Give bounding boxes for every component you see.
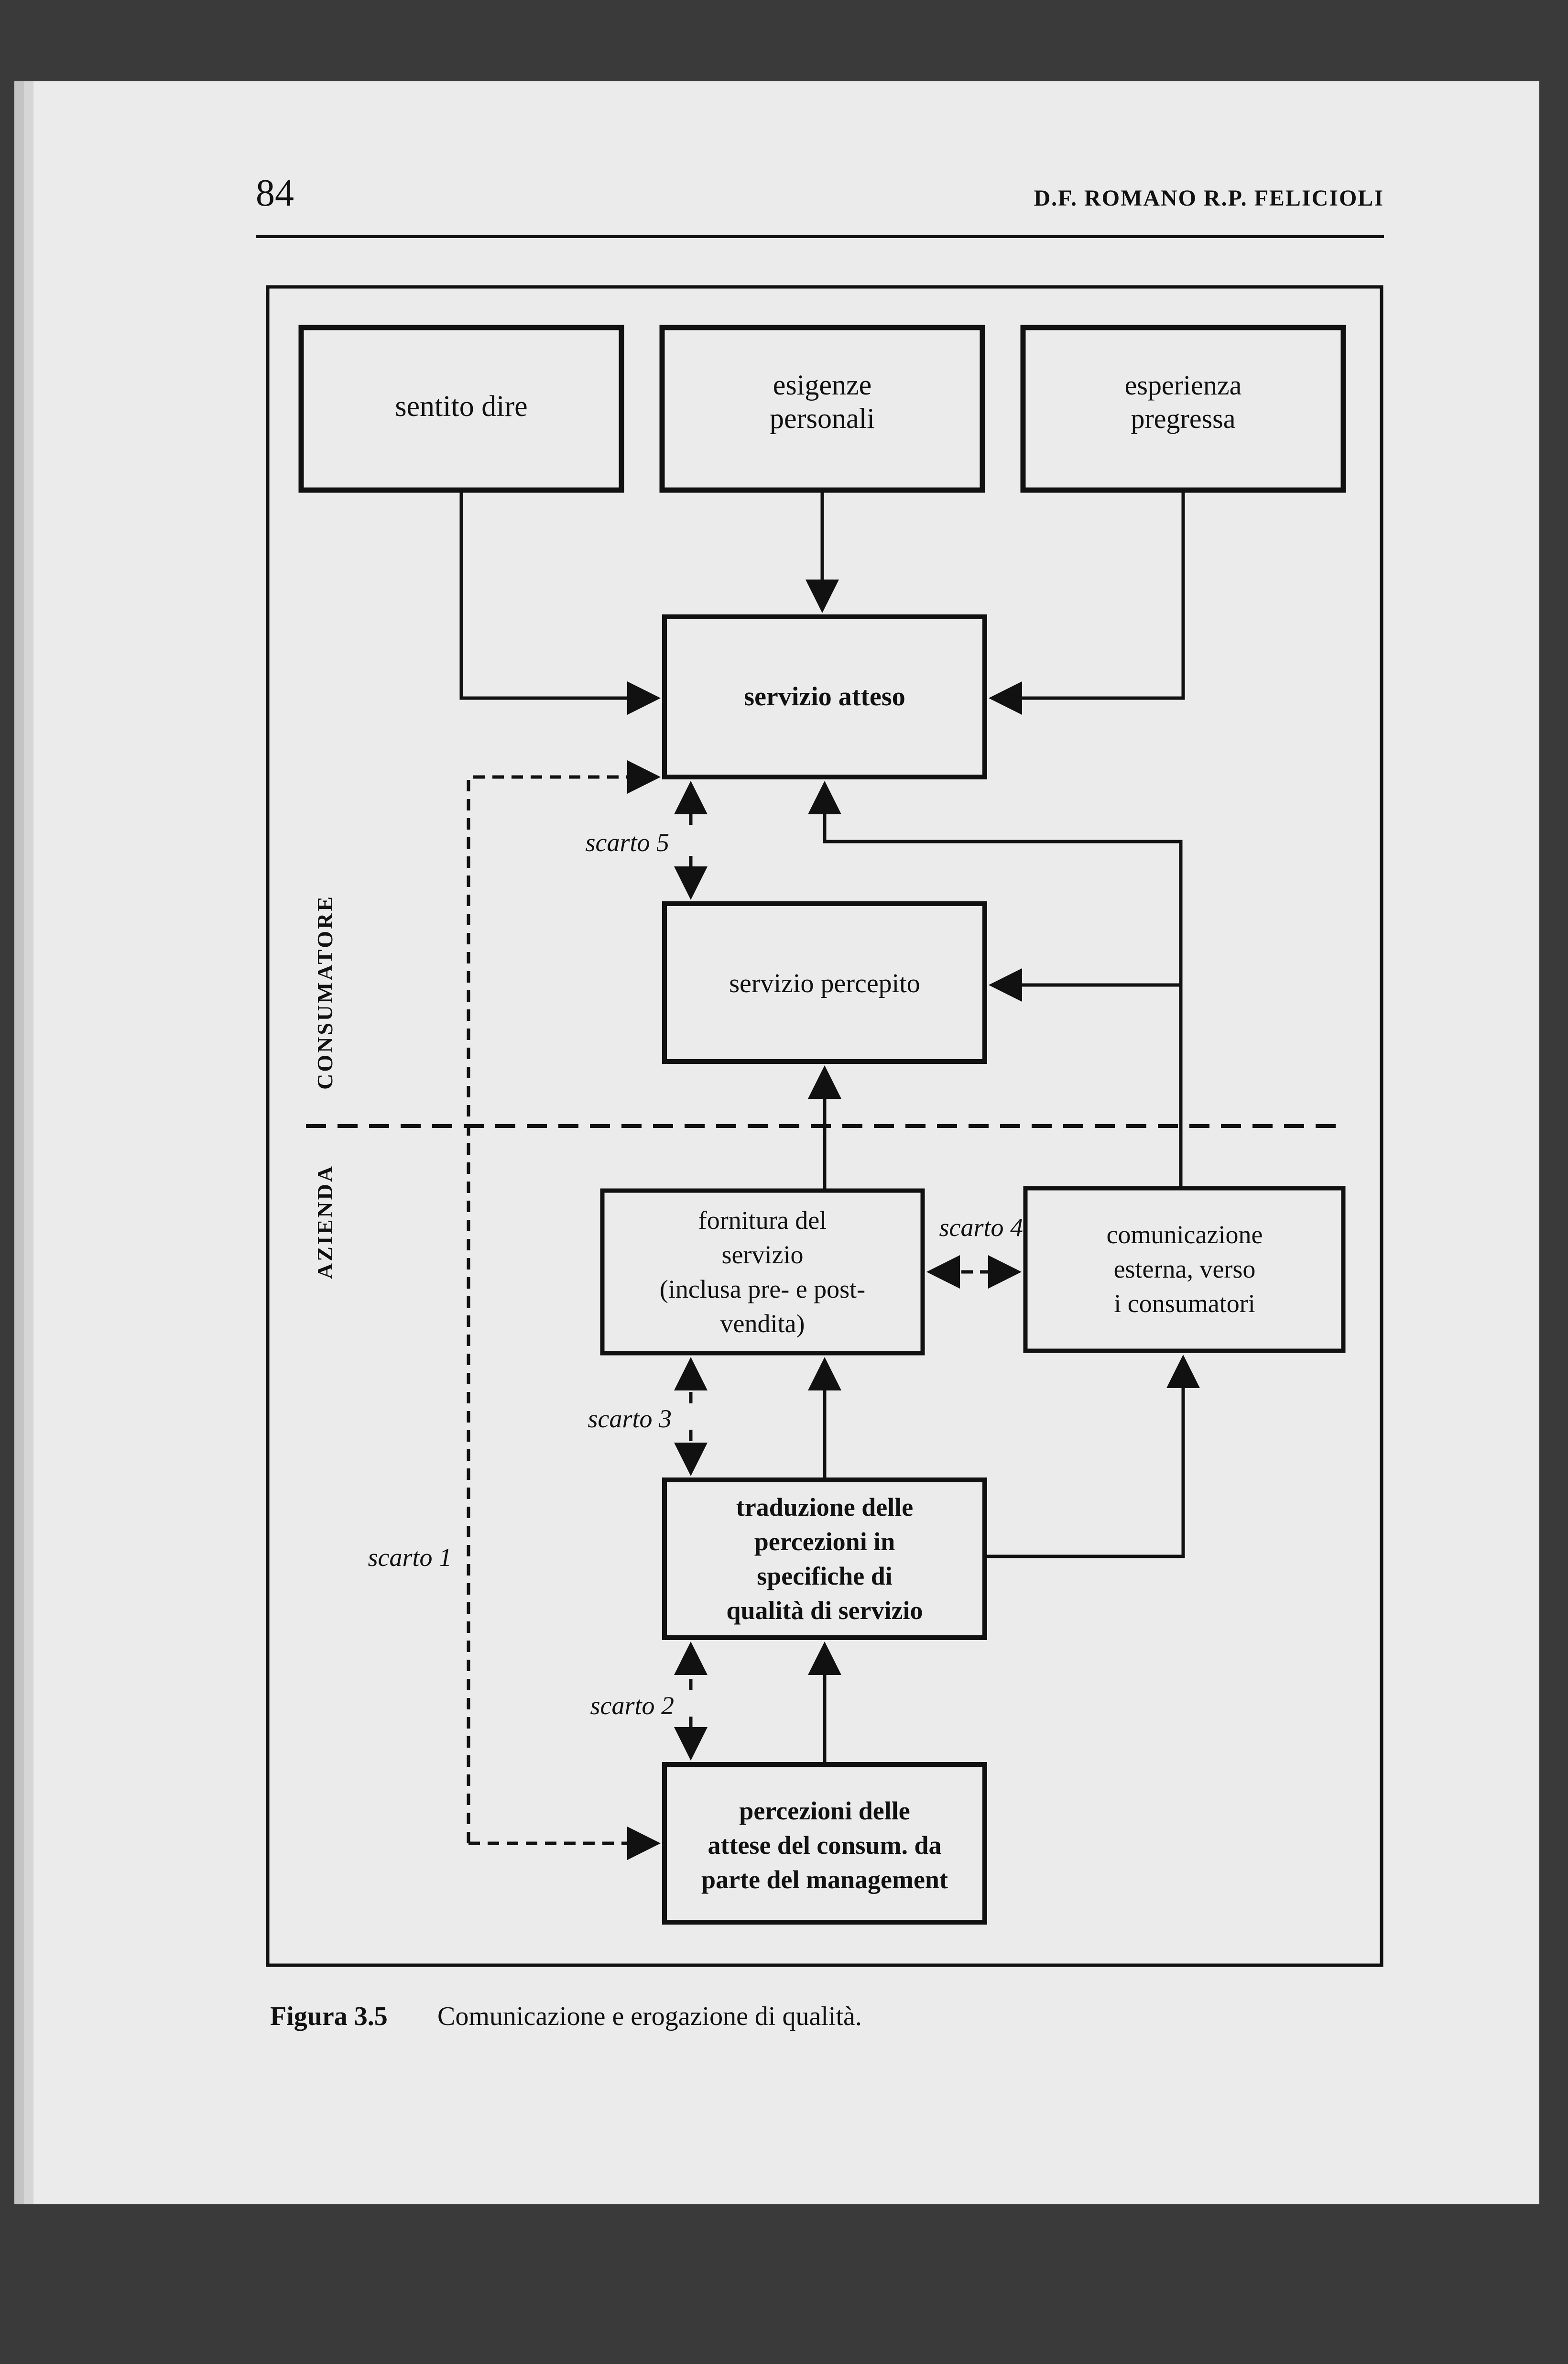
figure-caption-label: Figura 3.5 xyxy=(270,2002,388,2031)
box-percezioni-line3: parte del management xyxy=(701,1865,948,1894)
box-esperienza-pregressa: esperienza pregressa xyxy=(1020,325,1346,493)
box-traduzione-line2: percezioni in xyxy=(754,1527,895,1556)
box-esperienza-line1: esperienza xyxy=(1125,370,1242,401)
box-traduzione-line1: traduzione delle xyxy=(736,1493,913,1521)
box-percezioni-line2: attese del consum. da xyxy=(708,1831,942,1860)
page-stack-edge xyxy=(19,86,97,2204)
box-esigenze-personali: esigenze personali xyxy=(659,325,985,493)
box-servizio-atteso: servizio atteso xyxy=(662,614,987,779)
box-servizio-percepito: servizio percepito xyxy=(662,901,987,1064)
box-comunicazione-line2: esterna, verso xyxy=(1114,1255,1256,1283)
running-header-authors: D.F. ROMANO R.P. FELICIOLI xyxy=(1034,186,1384,211)
dashed-gap-connectors xyxy=(467,760,1022,1860)
box-percezioni-line1: percezioni delle xyxy=(739,1796,910,1825)
gap2-label: scarto 2 xyxy=(590,1691,675,1720)
figure-caption-text: Comunicazione e erogazione di qualità. xyxy=(437,2002,862,2031)
box-sentito-dire-label: sentito dire xyxy=(395,390,527,423)
box-fornitura-line4: vendita) xyxy=(720,1309,805,1338)
box-sentito-dire: sentito dire xyxy=(298,325,624,493)
box-comunicazione-line3: i consumatori xyxy=(1114,1289,1255,1318)
arrow-comunicazione-to-atteso xyxy=(808,781,1183,1188)
gap1-line-to-atteso xyxy=(467,760,661,1843)
box-comunicazione-line1: comunicazione xyxy=(1107,1220,1263,1249)
gap3-label: scarto 3 xyxy=(588,1404,672,1433)
box-esigenze-line1: esigenze xyxy=(773,369,872,401)
box-fornitura-servizio: fornitura del servizio (inclusa pre- e p… xyxy=(600,1188,925,1356)
gap1-label: scarto 1 xyxy=(368,1543,452,1572)
gap5-label: scarto 5 xyxy=(586,828,670,857)
solid-connectors xyxy=(459,490,1200,1764)
box-esperienza-line2: pregressa xyxy=(1131,403,1235,434)
box-percezioni-attese: percezioni delle attese del consum. da p… xyxy=(662,1762,987,1925)
page-number: 84 xyxy=(256,172,294,214)
box-fornitura-line3: (inclusa pre- e post- xyxy=(660,1275,865,1303)
box-servizio-atteso-label: servizio atteso xyxy=(744,682,905,711)
box-comunicazione-esterna: comunicazione esterna, verso i consumato… xyxy=(1023,1186,1346,1353)
box-servizio-percepito-label: servizio percepito xyxy=(729,969,920,998)
gap4-label: scarto 4 xyxy=(939,1213,1024,1242)
box-traduzione-line3: specifiche di xyxy=(757,1562,892,1590)
box-traduzione-percezioni: traduzione delle percezioni in specifich… xyxy=(662,1478,987,1640)
arrow-esperienza-to-atteso xyxy=(989,490,1185,715)
box-fornitura-line2: servizio xyxy=(722,1240,804,1269)
box-traduzione-line4: qualità di servizio xyxy=(726,1596,923,1625)
arrow-sentito-to-atteso xyxy=(459,490,661,715)
figure-frame xyxy=(266,285,1383,1967)
zone-label-consumer: CONSUMATORE xyxy=(313,895,337,1090)
box-esigenze-line2: personali xyxy=(770,403,875,434)
arrow-traduzione-to-comunicazione xyxy=(985,1355,1200,1558)
box-fornitura-line1: fornitura del xyxy=(698,1206,827,1235)
zone-label-company: AZIENDA xyxy=(313,1164,337,1279)
